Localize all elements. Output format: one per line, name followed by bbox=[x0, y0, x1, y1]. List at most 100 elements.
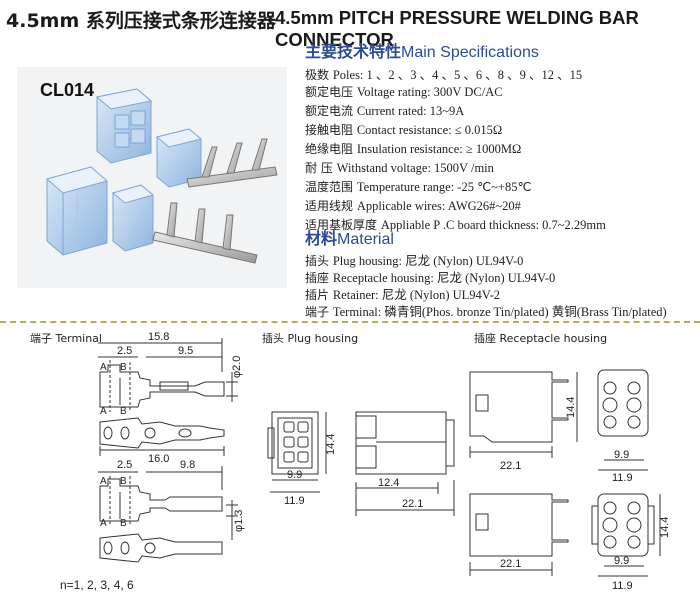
receptacle-side-view-bottom bbox=[469, 493, 569, 576]
section-b-label-3: B bbox=[120, 476, 127, 487]
dim-receptacle-9-9-a: 9.9 bbox=[614, 449, 629, 461]
spec-key: 额定电压 bbox=[305, 85, 354, 99]
spec-value: Current rated: 13~9A bbox=[356, 104, 465, 118]
main-specs-heading-en: Main Specifications bbox=[401, 44, 539, 61]
spec-row-insulation-resistance: 绝缘电阻 Insulation resistance: ≥ 1000MΩ bbox=[305, 140, 521, 157]
spec-row-board-thickness: 适用基板厚度 Appliable P .C board thickness: 0… bbox=[305, 216, 606, 233]
section-divider bbox=[0, 321, 700, 323]
spec-row-wires: 适用线规 Applicable wires: AWG26#~20# bbox=[305, 197, 521, 214]
terminal-strip-bottom-photo bbox=[152, 202, 258, 264]
material-row-retainer: 插片 Retainer: 尼龙 (Nylon) UL94V-2 bbox=[305, 284, 500, 303]
spec-key: 极数 bbox=[305, 68, 330, 82]
material-value: Plug housing: 尼龙 (Nylon) UL94V-0 bbox=[332, 254, 524, 268]
material-heading-cn: 材料 bbox=[305, 229, 338, 248]
technical-drawings: 15.8 2.5 9.5 φ2.0 A B A B 16.0 2.5 9.8 A… bbox=[98, 331, 671, 592]
main-specs-heading: 主要技术特性Main Specifications bbox=[305, 38, 539, 62]
product-code: CL014 bbox=[40, 80, 95, 100]
dim-plug-9-9: 9.9 bbox=[287, 469, 302, 481]
dim-receptacle-9-9-b: 9.9 bbox=[614, 555, 629, 567]
spec-row-contact-resistance: 接触电阻 Contact resistance: ≤ 0.015Ω bbox=[305, 121, 502, 138]
receptacle-drawing-label: 插座 Receptacle housing bbox=[474, 332, 608, 345]
dim-terminal-phi-1-3: φ1.3 bbox=[233, 510, 245, 532]
spec-value: Poles: 1 、2 、3 、4 、5 、6 、8 、9 、12 、15 bbox=[332, 68, 583, 82]
material-row-plug: 插头 Plug housing: 尼龙 (Nylon) UL94V-0 bbox=[305, 250, 523, 269]
material-heading-en: Material bbox=[337, 231, 394, 248]
dim-terminal-15-8: 15.8 bbox=[148, 331, 169, 343]
dim-plug-22-1: 22.1 bbox=[402, 498, 423, 510]
section-b-label-1: B bbox=[120, 362, 127, 373]
spec-key: 适用线规 bbox=[305, 199, 354, 213]
material-row-receptacle: 插座 Receptacle housing: 尼龙 (Nylon) UL94V-… bbox=[305, 267, 555, 286]
material-value: Receptacle housing: 尼龙 (Nylon) UL94V-0 bbox=[332, 271, 556, 285]
dim-receptacle-14-4-b: 14.4 bbox=[659, 517, 671, 538]
plug-drawing-label: 插头 Plug housing bbox=[262, 332, 359, 345]
spec-value: Temperature range: -25 ℃~+85℃ bbox=[356, 180, 532, 194]
spec-key: 接触电阻 bbox=[305, 123, 354, 137]
dim-terminal-9-8: 9.8 bbox=[180, 459, 195, 471]
material-key: 插座 bbox=[305, 271, 330, 285]
spec-value: Voltage rating: 300V DC/AC bbox=[356, 85, 503, 99]
spec-value: Contact resistance: ≤ 0.015Ω bbox=[356, 123, 503, 137]
section-b-label-2: B bbox=[120, 406, 127, 417]
dim-receptacle-22-1-a: 22.1 bbox=[500, 460, 521, 472]
spec-value: Withstand voltage: 1500V /min bbox=[336, 161, 494, 175]
spec-row-withstand-voltage: 耐 压 Withstand voltage: 1500V /min bbox=[305, 159, 494, 176]
spec-row-current: 额定电流 Current rated: 13~9A bbox=[305, 102, 464, 119]
section-b-label-4: B bbox=[120, 518, 127, 529]
material-key: 端子 bbox=[305, 305, 330, 319]
title-bar: 4.5mm 系列压接式条形连接器 4.5mm PITCH PRESSURE WE… bbox=[0, 0, 700, 50]
dim-receptacle-14-4-a: 14.4 bbox=[565, 397, 577, 418]
material-row-terminal: 端子 Terminal: 磷青铜(Phos. bronze Tin/plated… bbox=[305, 301, 667, 320]
spec-value: Insulation resistance: ≥ 1000MΩ bbox=[356, 142, 522, 156]
spec-key: 额定电流 bbox=[305, 104, 354, 118]
housing-small-photo bbox=[111, 184, 155, 252]
material-heading: 材料Material bbox=[305, 225, 394, 249]
title-english: 4.5mm PITCH PRESSURE WELDING BAR CONNECT… bbox=[275, 7, 639, 50]
receptacle-front-view-top bbox=[597, 369, 649, 471]
dim-terminal-2-5-b: 2.5 bbox=[117, 459, 132, 471]
dim-terminal-phi-2: φ2.0 bbox=[231, 356, 243, 378]
section-a-label-1: A bbox=[100, 362, 107, 373]
dim-terminal-16-0: 16.0 bbox=[148, 453, 169, 465]
terminal-strip-top-photo bbox=[186, 138, 278, 188]
material-value: Terminal: 磷青铜(Phos. bronze Tin/plated) 黄… bbox=[332, 305, 667, 319]
spec-row-voltage: 额定电压 Voltage rating: 300V DC/AC bbox=[305, 83, 503, 100]
receptacle-side-view-top bbox=[469, 371, 578, 458]
section-a-label-3: A bbox=[100, 476, 107, 487]
spec-key: 适用基板厚度 bbox=[305, 218, 378, 232]
dim-terminal-9-5: 9.5 bbox=[178, 345, 193, 357]
plug-side-view bbox=[355, 411, 455, 516]
dim-terminal-2-5-a: 2.5 bbox=[117, 345, 132, 357]
housing-large-photo bbox=[45, 166, 109, 256]
plug-front-view bbox=[267, 411, 327, 493]
section-a-label-4: A bbox=[100, 518, 107, 529]
dim-receptacle-11-9-b: 11.9 bbox=[612, 580, 633, 592]
material-value: Retainer: 尼龙 (Nylon) UL94V-2 bbox=[332, 288, 501, 302]
spec-value: Appliable P .C board thickness: 0.7~2.29… bbox=[380, 218, 606, 232]
terminal-drawing-2 bbox=[98, 466, 238, 563]
section-a-label-2: A bbox=[100, 406, 107, 417]
dim-plug-12-4: 12.4 bbox=[378, 477, 399, 489]
receptacle-front-view-bottom bbox=[591, 493, 661, 577]
dim-receptacle-11-9-a: 11.9 bbox=[612, 472, 633, 484]
housing-plug-photo bbox=[95, 88, 153, 164]
product-photo-illustration bbox=[45, 88, 278, 264]
spec-row-temperature: 温度范围 Temperature range: -25 ℃~+85℃ bbox=[305, 178, 531, 195]
housing-receptacle-photo bbox=[155, 128, 203, 188]
dim-plug-14-4: 14.4 bbox=[325, 434, 337, 455]
material-key: 插片 bbox=[305, 288, 330, 302]
spec-value: Applicable wires: AWG26#~20# bbox=[356, 199, 521, 213]
product-photo bbox=[17, 67, 287, 288]
dim-plug-11-9: 11.9 bbox=[284, 495, 305, 507]
dim-receptacle-22-1-b: 22.1 bbox=[500, 558, 521, 570]
terminal-drawing-label: 端子 Terminal bbox=[30, 332, 102, 345]
title-chinese: 4.5mm 系列压接式条形连接器 bbox=[6, 10, 276, 32]
spec-key: 耐 压 bbox=[305, 161, 333, 175]
spec-key: 绝缘电阻 bbox=[305, 142, 354, 156]
material-key: 插头 bbox=[305, 254, 330, 268]
main-specs-heading-cn: 主要技术特性 bbox=[305, 42, 402, 61]
pole-count-note: n=1, 2, 3, 4, 6 bbox=[60, 578, 134, 592]
terminal-drawing-1 bbox=[98, 338, 238, 456]
spec-key: 温度范围 bbox=[305, 180, 354, 194]
spec-row-poles: 极数 Poles: 1 、2 、3 、4 、5 、6 、8 、9 、12 、15 bbox=[305, 64, 582, 83]
